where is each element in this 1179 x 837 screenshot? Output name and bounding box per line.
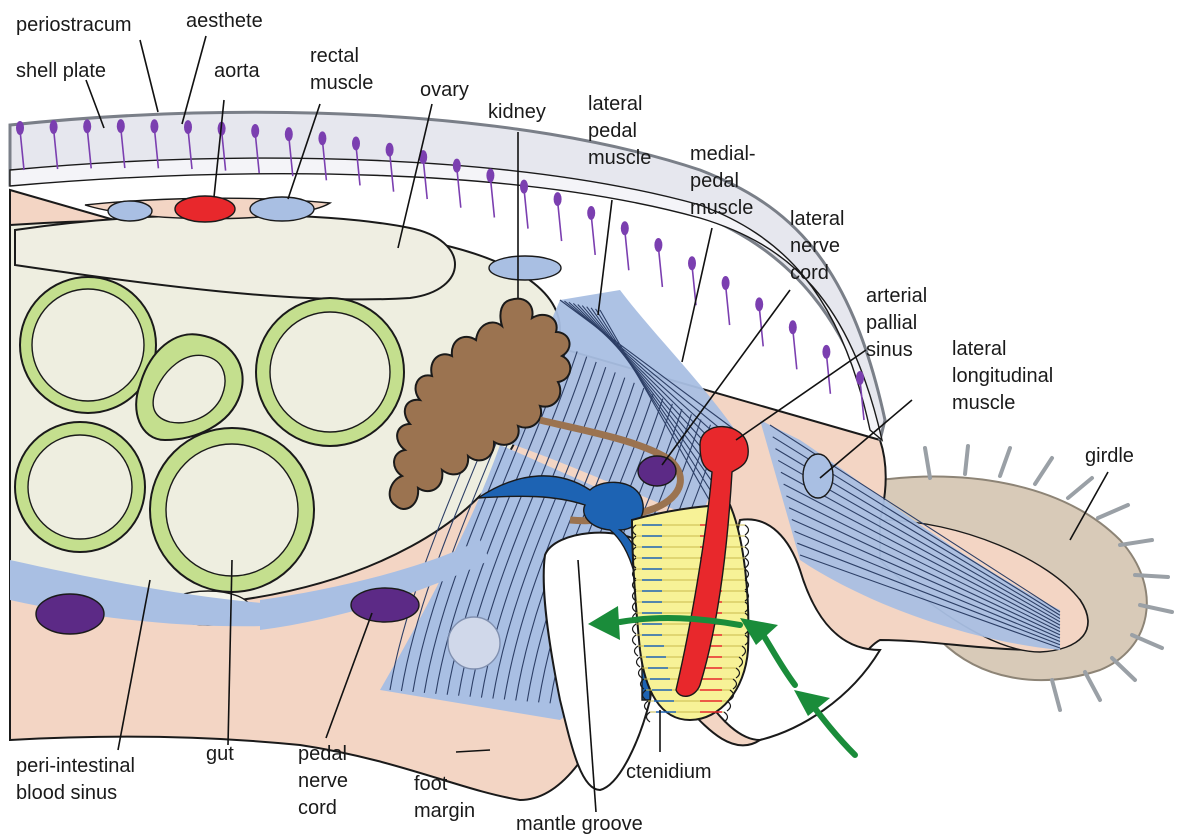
label-peri-intestinal-blood-sinus: peri-intestinal blood sinus [16,755,141,804]
label-medial-pedal-muscle: medial- pedal muscle [690,143,761,219]
label-pedal-nerve-cord: pedal nerve cord [298,743,354,819]
label-lateral-longitudinal-muscle: lateral longitudinal muscle [952,338,1059,414]
label-medial-pedal-muscle-line2: pedal [690,170,739,192]
label-lateral-longitudinal-muscle-line1: lateral [952,338,1006,360]
label-lateral-longitudinal-muscle-line3: muscle [952,392,1015,414]
label-foot-margin-line1: foot [414,773,448,795]
label-shell-plate: shell plate [16,60,106,82]
nerve-cross-section [448,617,500,669]
label-arterial-pallial-sinus-line2: pallial [866,312,917,334]
pedal-nerve-cord [351,588,419,622]
label-aesthete: aesthete [186,10,263,32]
aesthete-icon [587,206,595,255]
label-pedal-nerve-cord-line2: nerve [298,770,348,792]
label-peri-intestinal-line1: peri-intestinal [16,755,135,777]
aesthete-icon [654,238,662,287]
aesthete-icon [453,159,461,208]
label-lateral-nerve-cord-line3: cord [790,262,829,284]
label-lateral-longitudinal-muscle-line2: longitudinal [952,365,1053,387]
label-kidney: kidney [488,101,546,123]
muscle-patch-top [489,256,561,280]
label-lateral-pedal-muscle: lateral pedal muscle [588,93,651,169]
label-arterial-pallial-sinus-line1: arterial [866,285,927,307]
label-arterial-pallial-sinus: arterial pallial sinus [866,285,933,361]
aesthete-icon [789,320,797,369]
aesthete-icon [486,169,494,218]
label-girdle: girdle [1085,445,1134,467]
label-rectal-muscle: rectal muscle [310,45,373,94]
aesthete-icon [722,276,730,325]
label-lateral-nerve-cord-line1: lateral [790,208,844,230]
label-peri-intestinal-line2: blood sinus [16,782,117,804]
rectal-muscle-right [250,197,314,221]
label-medial-pedal-muscle-line3: muscle [690,197,753,219]
aesthete-icon [621,221,629,270]
label-lateral-pedal-muscle-line2: pedal [588,120,637,142]
label-pedal-nerve-cord-line1: pedal [298,743,347,765]
rectal-muscle-left [108,201,152,221]
label-pedal-nerve-cord-line3: cord [298,797,337,819]
lateral-longitudinal-muscle [803,454,833,498]
label-lateral-pedal-muscle-line3: muscle [588,147,651,169]
label-mantle-groove: mantle groove [516,813,643,835]
aesthete-icon [755,297,763,346]
label-ctenidium: ctenidium [626,761,712,783]
aesthete-icon [520,180,528,229]
label-arterial-pallial-sinus-line3: sinus [866,339,913,361]
aesthete-icon [688,256,696,305]
label-medial-pedal-muscle-line1: medial- [690,143,756,165]
label-rectal-muscle-line2: muscle [310,72,373,94]
label-rectal-muscle-line1: rectal [310,45,359,67]
label-lateral-pedal-muscle-line1: lateral [588,93,642,115]
label-foot-margin-line2: margin [414,800,475,822]
label-lateral-nerve-cord-line2: nerve [790,235,840,257]
label-aorta: aorta [214,60,260,82]
aesthete-icon [554,192,562,241]
label-lateral-nerve-cord: lateral nerve cord [790,208,850,284]
peri-intestinal-blood-sinus-marker [36,594,104,634]
lateral-nerve-cord [638,456,676,486]
label-periostracum: periostracum [16,14,132,36]
label-gut: gut [206,743,234,765]
aorta [175,196,235,222]
aesthete-icon [822,345,830,394]
label-ovary: ovary [420,79,469,101]
